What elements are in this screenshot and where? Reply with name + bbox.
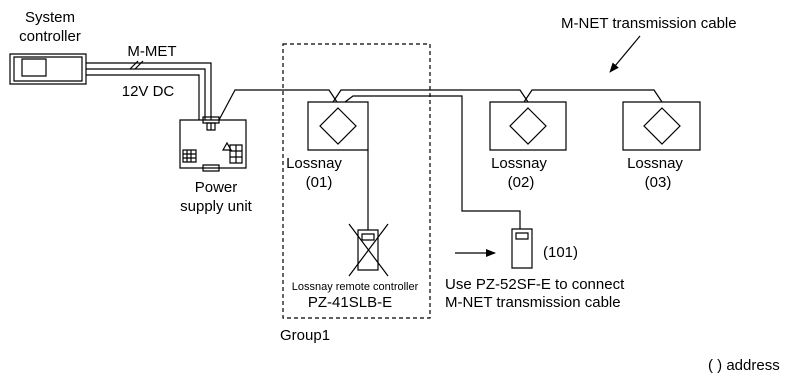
lossnay-unit-3-address: (03): [645, 174, 672, 191]
system-controller-label-line1: System: [25, 9, 75, 26]
controller-to-psu-cable: [86, 60, 212, 120]
dc-voltage-label: 12V DC: [122, 83, 175, 100]
lossnay-unit-3-name: Lossnay: [627, 155, 683, 172]
lossnay-unit-2: [489, 101, 567, 151]
power-supply-label-line2: supply unit: [180, 198, 253, 215]
lossnay-unit-2-name: Lossnay: [491, 155, 547, 172]
m-met-label: M-MET: [127, 43, 176, 60]
lossnay-remote-label-line1: Lossnay remote controller: [292, 281, 419, 293]
lossnay-unit-2-address: (02): [508, 174, 535, 191]
group1-boundary: [282, 43, 431, 319]
lossnay-unit-3: [622, 101, 701, 151]
group1-label: Group1: [280, 327, 330, 344]
m-net-remote-note-line1: Use PZ-52SF-E to connect: [445, 276, 625, 293]
lossnay-unit-1: [307, 101, 369, 151]
m-net-cable-pointer-arrow: [609, 35, 641, 73]
m-net-cable-label: M-NET transmission cable: [561, 15, 737, 32]
m-net-remote-note-line2: M-NET transmission cable: [445, 294, 621, 311]
system-controller-label-line2: controller: [19, 28, 81, 45]
m-net-remote-controller: [511, 228, 533, 269]
lossnay-unit-1-address: (01): [306, 174, 333, 191]
lossnay-remote-label-line2: PZ-41SLB-E: [308, 294, 392, 311]
crossed-out-mark: [348, 223, 389, 277]
m-net-remote-address: (101): [543, 244, 578, 261]
lossnay-remote-controller: [348, 223, 389, 277]
system-controller-device: [9, 53, 87, 85]
lossnay-unit-1-name: Lossnay: [286, 155, 342, 172]
power-supply-unit: [179, 116, 247, 172]
address-legend: ( ) address: [708, 357, 780, 374]
power-supply-label-line1: Power: [195, 179, 238, 196]
